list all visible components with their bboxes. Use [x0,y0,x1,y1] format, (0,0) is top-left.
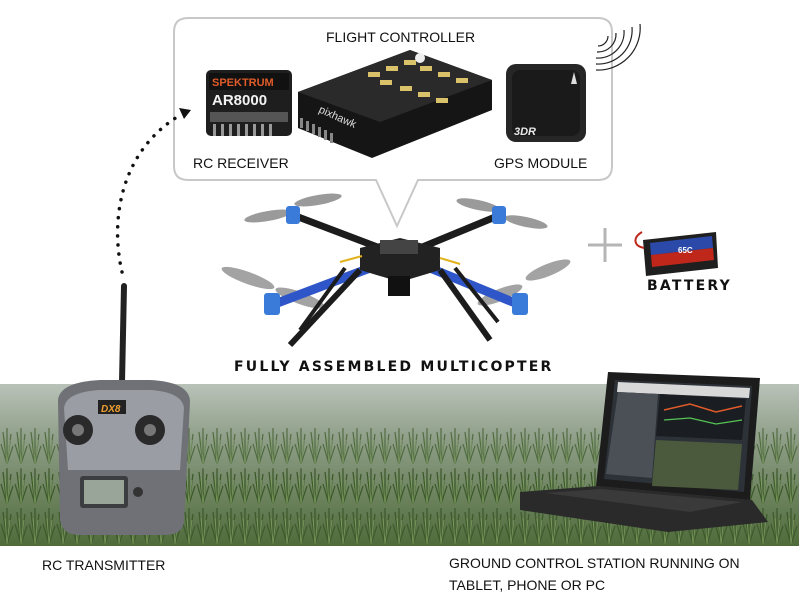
battery-rating-text: 65C [678,246,693,255]
battery-label: BATTERY [647,278,732,294]
transmitter-model-text: DX8 [101,404,121,415]
rc-receiver-image: SPEKTRUM AR8000 [206,70,292,136]
plus-icon [588,228,622,262]
rc-transmitter-image: DX8 [58,283,190,535]
quadcopter-image [221,193,571,348]
battery-image: 65C [634,231,718,276]
gps-module-image: 3DR [506,64,586,142]
gps-brand-text: 3DR [514,126,536,138]
gcs-label-line1: GROUND CONTROL STATION RUNNING ON [449,555,740,571]
radio-link-dotted-arrow [115,112,184,274]
receiver-brand-text: SPEKTRUM [212,77,274,89]
flight-controller-image: pixhawk [298,50,492,158]
gcs-label-line2: TABLET, PHONE OR PC [449,577,606,593]
wireless-signal-icon [595,23,641,71]
gps-module-label: GPS MODULE [494,155,588,171]
receiver-model-text: AR8000 [212,92,267,109]
rc-transmitter-label: RC TRANSMITTER [42,557,166,573]
multicopter-label: FULLY ASSEMBLED MULTICOPTER [234,359,554,375]
rc-receiver-label: RC RECEIVER [193,155,289,171]
flight-controller-label: FLIGHT CONTROLLER [326,29,476,45]
radio-link-arrowhead [179,108,191,119]
laptop-image [520,372,768,532]
